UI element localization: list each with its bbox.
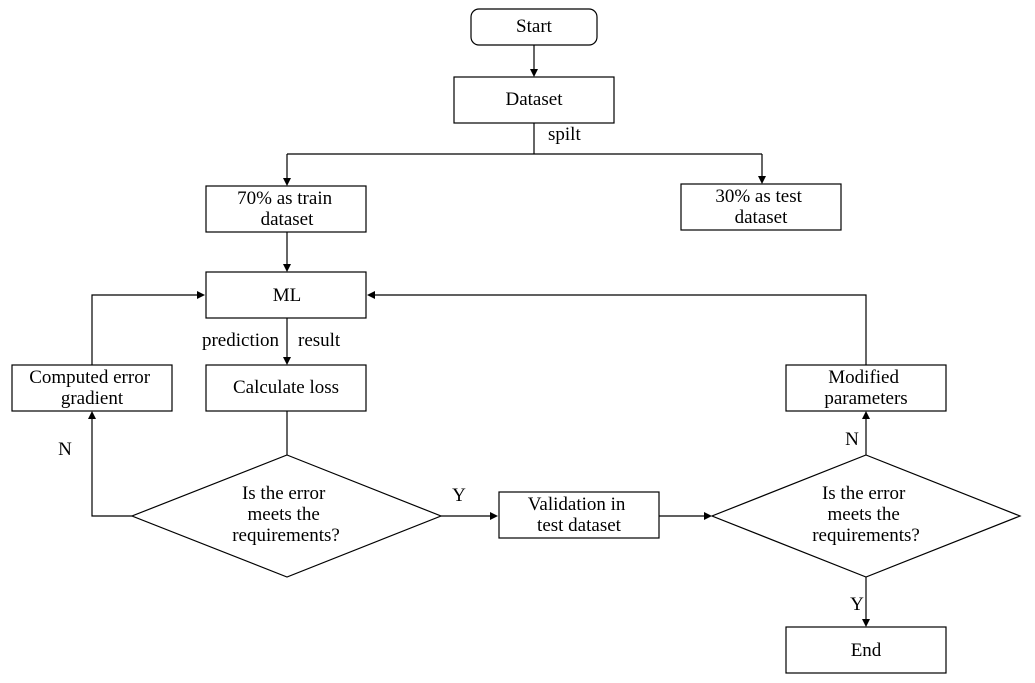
node-decision-left-line-1: Is the error <box>242 483 326 504</box>
edge-parameters-to-ml <box>375 294 867 365</box>
edge-label-right-no: N <box>845 429 859 450</box>
connectors <box>88 45 870 627</box>
edge-label-split: spilt <box>548 124 581 145</box>
arrowhead <box>862 411 870 419</box>
node-decision-left: Is the error meets the requirements? <box>130 454 443 578</box>
node-modified-parameters-line-1: Modified <box>828 367 899 388</box>
node-start: Start <box>470 8 598 46</box>
arrowhead <box>283 264 291 272</box>
node-computed-gradient-label: Computed error gradient <box>29 367 155 409</box>
node-validation-line-2: test dataset <box>537 515 622 536</box>
node-start-label: Start <box>516 16 553 37</box>
node-test: 30% as test dataset <box>680 183 842 231</box>
node-calculate-loss: Calculate loss <box>205 364 367 412</box>
node-computed-gradient-line-1: Computed error <box>29 367 151 388</box>
node-dataset: Dataset <box>453 76 615 124</box>
node-decision-right-label: Is the error meets the requirements? <box>812 483 920 546</box>
node-train-label: 70% as train dataset <box>237 188 337 230</box>
node-train-line-2: dataset <box>261 209 314 230</box>
node-ml-label: ML <box>273 285 302 306</box>
edge-gradient-to-ml <box>91 294 197 365</box>
node-validation-line-1: Validation in <box>528 494 626 515</box>
node-ml: ML <box>205 271 367 319</box>
node-decision-right-line-2: meets the <box>827 504 899 525</box>
edge-dataset-split <box>287 123 762 155</box>
arrowhead <box>88 411 96 419</box>
arrowhead <box>197 291 205 299</box>
node-decision-right: Is the error meets the requirements? <box>710 454 1022 578</box>
node-test-line-1: 30% as test <box>715 186 802 207</box>
node-modified-parameters: Modified parameters <box>785 364 947 412</box>
arrowhead <box>283 178 291 186</box>
node-computed-gradient-line-2: gradient <box>61 388 124 409</box>
arrowhead <box>704 512 712 520</box>
node-test-label: 30% as test dataset <box>715 186 806 228</box>
node-train: 70% as train dataset <box>205 185 367 233</box>
node-end: End <box>785 626 947 674</box>
node-validation: Validation in test dataset <box>498 491 660 539</box>
node-decision-right-line-1: Is the error <box>822 483 906 504</box>
node-test-line-2: dataset <box>735 207 788 228</box>
edge-labels: spilt prediction result N Y N Y <box>58 124 864 615</box>
arrowhead <box>367 291 375 299</box>
node-calculate-loss-label: Calculate loss <box>233 377 339 398</box>
edge-label-prediction: prediction <box>202 330 280 351</box>
arrowhead <box>283 357 291 365</box>
node-computed-gradient: Computed error gradient <box>11 364 173 412</box>
edge-label-right-yes: Y <box>850 594 864 615</box>
edge-label-result: result <box>298 330 341 351</box>
node-decision-right-line-3: requirements? <box>812 525 920 546</box>
node-decision-left-line-2: meets the <box>247 504 319 525</box>
node-modified-parameters-label: Modified parameters <box>824 367 907 409</box>
arrowhead <box>490 512 498 520</box>
edge-label-left-no: N <box>58 439 72 460</box>
arrowhead <box>758 176 766 184</box>
node-validation-label: Validation in test dataset <box>528 494 630 536</box>
node-end-label: End <box>851 640 882 661</box>
arrowhead <box>530 69 538 77</box>
node-decision-left-line-3: requirements? <box>232 525 340 546</box>
edge-decision-no-to-gradient <box>91 419 132 517</box>
node-decision-left-label: Is the error meets the requirements? <box>232 483 340 546</box>
edge-label-left-yes: Y <box>452 485 466 506</box>
node-modified-parameters-line-2: parameters <box>824 388 907 409</box>
arrowhead <box>862 619 870 627</box>
node-dataset-label: Dataset <box>506 89 564 110</box>
node-train-line-1: 70% as train <box>237 188 332 209</box>
